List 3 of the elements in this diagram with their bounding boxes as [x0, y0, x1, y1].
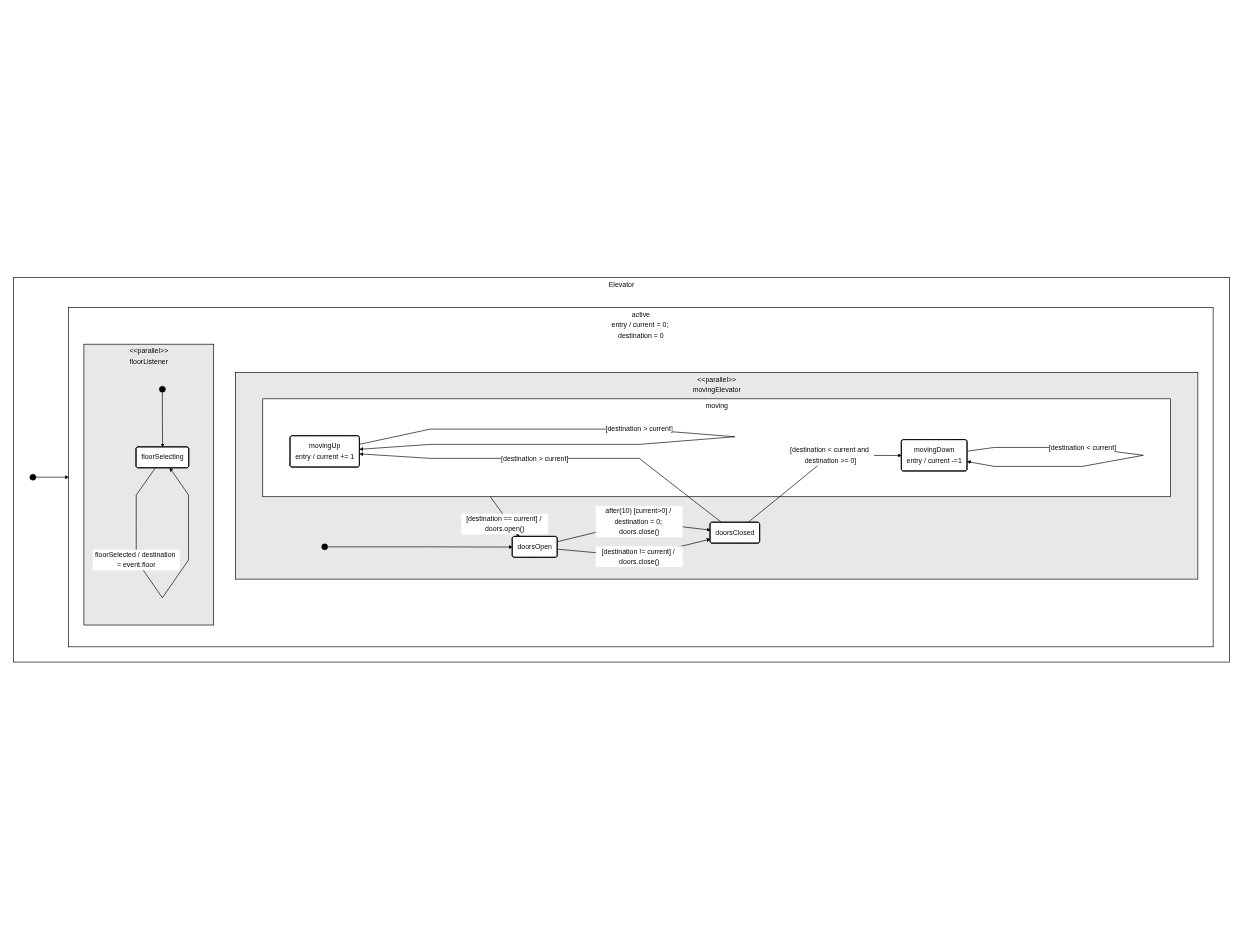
- node-circle: [29, 474, 37, 481]
- node-circle: [321, 543, 328, 551]
- node-circle: [159, 386, 166, 393]
